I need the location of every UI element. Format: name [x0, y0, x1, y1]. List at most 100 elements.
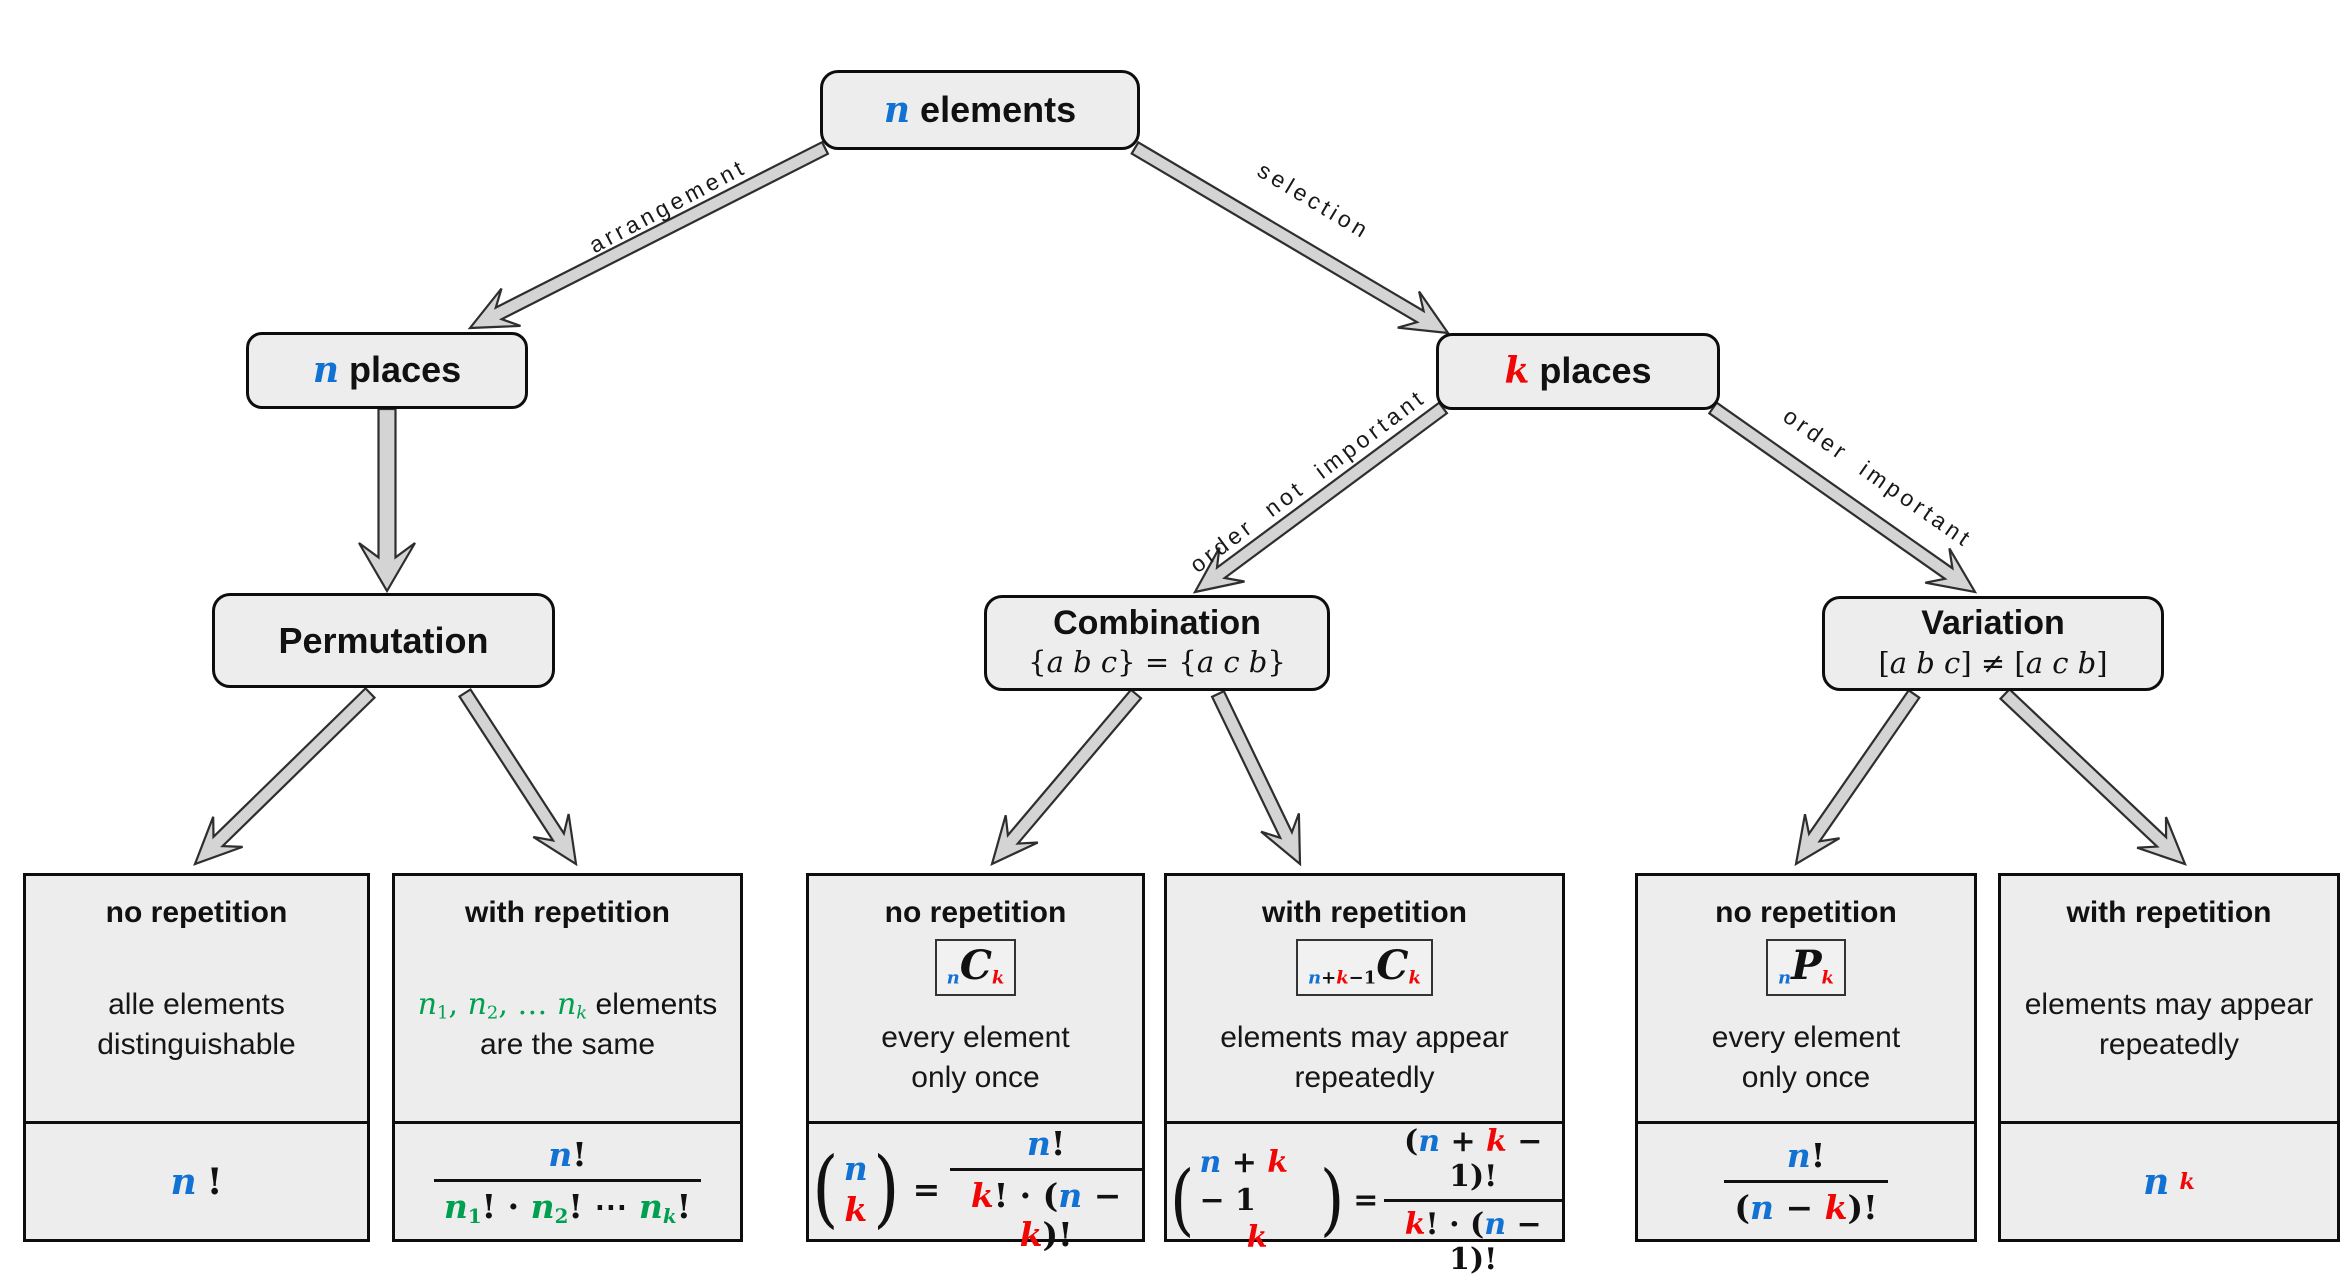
left-paren: (	[812, 1139, 839, 1238]
badge-wrap: nPk	[1765, 939, 1847, 996]
fraction-denominator: k! · (n − 1)!	[1384, 1199, 1562, 1277]
box-formula-area: n! (n − k)!	[1638, 1124, 1974, 1239]
node-combination-subtitle: {a b c} = {a c b}	[1028, 645, 1286, 680]
desc-line: elements may appear	[2024, 988, 2314, 1022]
edge-root-to-k-places	[1130, 140, 1451, 335]
desc-line: repeatedly	[2098, 1028, 2240, 1061]
box-top: no repetition nCk every element only onc…	[809, 876, 1142, 1124]
binomial-column: n + k − 1 k	[1197, 1144, 1316, 1257]
box-title: with repetition	[465, 896, 670, 929]
node-permutation-title: Permutation	[278, 619, 489, 661]
badge-wrap: nCk	[934, 939, 1017, 996]
binomial-top: n	[843, 1148, 868, 1188]
box-formula-area: n! n1! · n2! ⋯ nk!	[395, 1124, 740, 1239]
box-combination-with-repetition: with repetition n+k−1Ck elements may app…	[1164, 873, 1565, 1277]
desc-line: elements may appear	[1220, 1021, 1509, 1055]
left-paren: (	[1170, 1155, 1195, 1246]
box-formula-area: ( n + k − 1 k ) = (n + k − 1)! k! · (n −…	[1167, 1124, 1562, 1277]
binomial-column: n k	[842, 1148, 870, 1231]
edge-combination-to-no-rep	[990, 688, 1143, 867]
box-description: every element only once	[1712, 996, 1900, 1121]
fraction: (n + k − 1)! k! · (n − 1)!	[1384, 1124, 1562, 1277]
edge-variation-to-with-rep	[1998, 687, 2187, 866]
fraction: n! n1! · n2! ⋯ nk!	[433, 1135, 702, 1228]
box-combination-no-repetition: no repetition nCk every element only onc…	[806, 873, 1145, 1254]
node-variation: Variation [a b c] ≠ [a c b]	[1822, 596, 2164, 691]
box-title: no repetition	[1715, 896, 1897, 929]
fraction-denominator: k! · (n − k)!	[950, 1168, 1142, 1254]
right-paren: )	[1319, 1155, 1345, 1246]
node-k-places: k places	[1436, 333, 1720, 410]
box-title: no repetition	[884, 896, 1067, 929]
box-permutation-no-repetition: no repetition alle elements distinguisha…	[23, 873, 370, 1242]
fraction: n! (n − k)!	[1724, 1136, 1888, 1227]
box-top: with repetition elements may appear repe…	[2001, 876, 2337, 1124]
box-formula-area: n!	[26, 1124, 367, 1239]
node-n-elements-title: n elements	[883, 88, 1077, 131]
box-formula-area: ( n k ) = n! k! · (n − k)!	[809, 1124, 1142, 1254]
fraction-numerator: n!	[1786, 1136, 1826, 1175]
box-variation-with-repetition: with repetition elements may appear repe…	[1998, 873, 2340, 1242]
desc-line: every element	[1711, 1021, 1901, 1055]
node-combination: Combination {a b c} = {a c b}	[984, 595, 1330, 691]
node-n-places: n places	[246, 332, 528, 409]
formula-n-factorial-over-n-minus-k: n! (n − k)!	[1724, 1136, 1888, 1227]
formula-n-factorial-over-product: n! n1! · n2! ⋯ nk!	[433, 1135, 702, 1228]
edge-combination-to-with-rep	[1210, 689, 1302, 867]
box-title: with repetition	[2066, 896, 2272, 929]
box-top: with repetition n+k−1Ck elements may app…	[1167, 876, 1562, 1124]
box-description: elements may appear repeatedly	[2025, 929, 2314, 1121]
desc-line: are the same	[479, 1028, 656, 1062]
edge-permutation-to-no-rep	[193, 686, 377, 866]
desc-line: alle elements	[108, 988, 285, 1022]
desc-line: distinguishable	[97, 1028, 296, 1061]
desc-line: only once	[911, 1061, 1040, 1095]
binomial-bottom: k	[844, 1190, 868, 1229]
edge-k-places-to-combination	[1192, 401, 1449, 594]
binomial-top: n + k − 1	[1199, 1145, 1289, 1218]
fraction-denominator: n1! · n2! ⋯ nk!	[433, 1179, 702, 1228]
badge-n-plus-k-minus-1-Ck: n+k−1Ck	[1296, 939, 1433, 996]
fraction-numerator: (n + k − 1)!	[1403, 1124, 1543, 1194]
fraction-denominator: (n − k)!	[1724, 1180, 1888, 1227]
node-variation-subtitle: [a b c] ≠ [a c b]	[1878, 645, 2108, 680]
node-combination-title: Combination	[1053, 603, 1261, 642]
node-n-elements: n elements	[820, 70, 1140, 150]
node-variation-title: Variation	[1921, 604, 2065, 643]
box-description: alle elements distinguishable	[97, 929, 295, 1121]
edge-root-to-n-places	[467, 140, 830, 330]
binomial-bottom: k	[1246, 1220, 1268, 1256]
edge-variation-to-no-rep	[1794, 688, 1921, 867]
formula-n-factorial: n!	[170, 1160, 223, 1203]
binomial: ( n k )	[809, 1139, 903, 1238]
formula-binomial-nk: ( n k ) = n! k! · (n − k)!	[809, 1124, 1142, 1254]
formula-binomial-n-plus-k-minus-1: ( n + k − 1 k ) = (n + k − 1)! k! · (n −…	[1167, 1124, 1562, 1277]
binomial: ( n + k − 1 k )	[1167, 1144, 1347, 1257]
edge-k-places-to-variation	[1707, 401, 1978, 594]
right-paren: )	[873, 1139, 900, 1238]
badge-nCk: nCk	[934, 939, 1017, 996]
node-permutation: Permutation	[212, 593, 555, 688]
desc-line: every element	[881, 1021, 1070, 1055]
fraction: n! k! · (n − k)!	[950, 1124, 1142, 1254]
desc-line: repeatedly	[1294, 1061, 1435, 1095]
box-variation-no-repetition: no repetition nPk every element only onc…	[1635, 873, 1977, 1242]
edge-n-places-to-permutation	[358, 407, 416, 594]
box-title: no repetition	[105, 896, 288, 929]
box-description: elements may appear repeatedly	[1220, 996, 1509, 1121]
equals-sign: =	[1353, 1183, 1379, 1218]
equals-sign: =	[912, 1169, 941, 1209]
box-description: n1, n2, … nk elements are the same	[418, 929, 718, 1121]
box-top: with repetition n1, n2, … nk elements ar…	[395, 876, 740, 1124]
box-title: with repetition	[1262, 896, 1467, 929]
box-top: no repetition nPk every element only onc…	[1638, 876, 1974, 1124]
edge-permutation-to-with-rep	[457, 687, 578, 867]
badge-wrap: n+k−1Ck	[1296, 939, 1433, 996]
box-top: no repetition alle elements distinguisha…	[26, 876, 367, 1124]
box-permutation-with-repetition: with repetition n1, n2, … nk elements ar…	[392, 873, 743, 1242]
fraction-numerator: n!	[1026, 1124, 1066, 1163]
